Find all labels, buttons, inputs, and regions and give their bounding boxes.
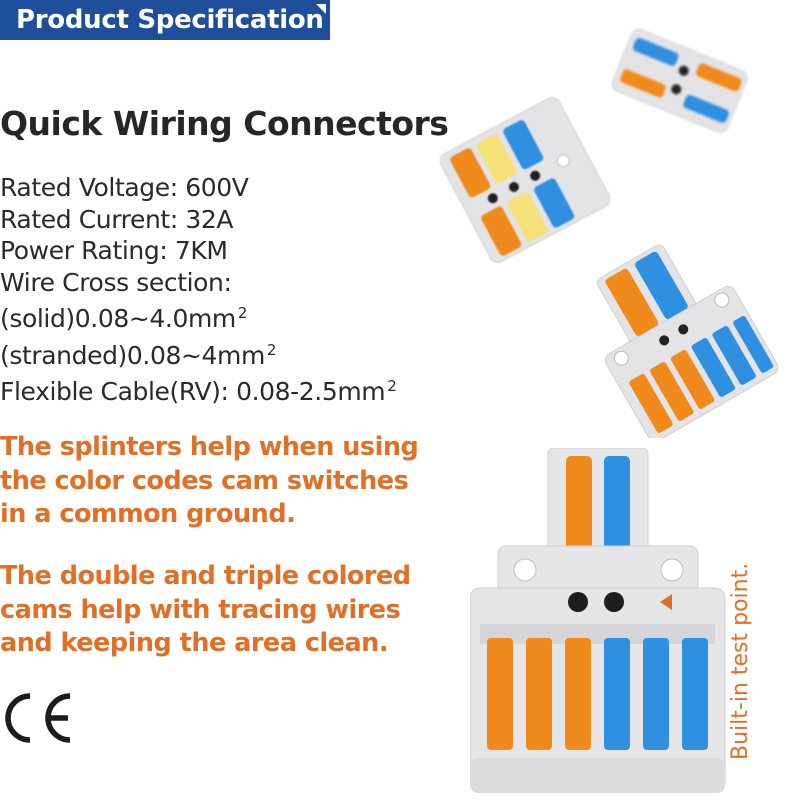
spec-stranded: (stranded)0.08~4mm <box>0 340 265 370</box>
superscript-two: 2 <box>237 304 248 322</box>
header-banner: Product Specification <box>0 0 330 40</box>
banner-corner-mark <box>316 4 326 14</box>
note2-line3: and keeping the area clean. <box>0 628 389 658</box>
note1-line1: The splinters help when using <box>0 432 419 462</box>
note2-line1: The double and triple colored <box>0 561 411 591</box>
connector-triple-tilted <box>440 97 610 263</box>
built-in-test-point-label: Built-in test point. <box>728 562 753 760</box>
note1-line3: in a common ground. <box>0 499 296 529</box>
spec-solid: (solid)0.08~4.0mm <box>0 304 236 333</box>
spec-power-rating: Power Rating: 7KM <box>0 236 228 265</box>
connector-splitter-tilted <box>596 244 779 438</box>
note2-line2: cams help with tracing wires <box>0 594 401 625</box>
superscript-two: 2 <box>387 377 397 395</box>
note1-line2: the color codes cam switches <box>0 465 409 496</box>
banner-title: Product Specification <box>16 5 324 35</box>
test-point-triangle-icon <box>660 594 672 610</box>
superscript-two: 2 <box>266 340 277 359</box>
note-colored-cams: The double and triple colored cams help … <box>0 560 430 661</box>
spec-rated-voltage: Rated Voltage: 600V <box>0 173 249 202</box>
spec-rated-current: Rated Current: 32A <box>0 204 234 234</box>
connector-main-front <box>470 448 726 793</box>
spec-wire-cross-section: Wire Cross section: <box>0 267 232 297</box>
spec-flexible: Flexible Cable(RV): 0.08-2.5mm <box>0 377 386 406</box>
spec-list: Rated Voltage: 600V Rated Current: 32A P… <box>0 172 440 408</box>
page-title: Quick Wiring Connectors <box>0 104 449 143</box>
note-color-codes: The splinters help when using the color … <box>0 431 430 532</box>
ce-mark-icon: CE <box>5 693 71 743</box>
connector-small-top <box>611 29 748 133</box>
